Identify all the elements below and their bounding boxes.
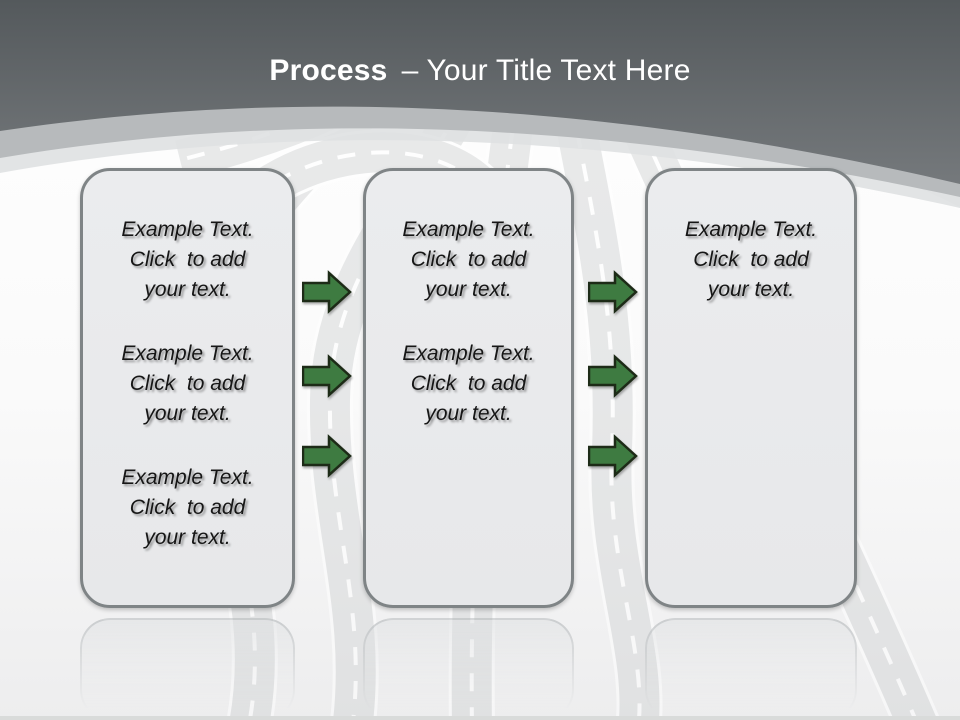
process-box-3[interactable]: Example Text. Click to add your text.: [645, 168, 857, 608]
road: [535, 26, 663, 720]
box-reflection: [80, 618, 295, 720]
process-box-2[interactable]: Example Text. Click to add your text. Ex…: [363, 168, 574, 608]
arrow-right-icon: [588, 434, 638, 478]
placeholder-text[interactable]: Example Text. Click to add your text.: [684, 218, 818, 301]
process-box-1[interactable]: Example Text. Click to add your text. Ex…: [80, 168, 295, 608]
title-emphasis: Process: [269, 54, 388, 87]
arrow-right-icon: [302, 354, 352, 398]
box-reflection: [363, 618, 574, 720]
box-reflection: [645, 618, 857, 720]
slide-title[interactable]: Process – Your Title Text Here: [0, 52, 960, 90]
placeholder-text[interactable]: Example Text. Click to add your text.: [121, 218, 254, 301]
arrow-right-icon: [302, 434, 352, 478]
arrow-group-2: [588, 0, 638, 720]
arrow-right-icon: [588, 354, 638, 398]
title-text: – Your Title Text Here: [401, 54, 691, 87]
placeholder-text[interactable]: Example Text. Click to add your text.: [121, 466, 254, 549]
placeholder-text[interactable]: Example Text. Click to add your text.: [121, 342, 254, 425]
bottom-edge-strip: [0, 716, 960, 720]
placeholder-text[interactable]: Example Text. Click to add your text.: [402, 342, 535, 425]
header-curve: [0, 0, 960, 184]
arrow-group-1: [302, 0, 352, 720]
placeholder-text[interactable]: Example Text. Click to add your text.: [402, 218, 535, 301]
arrow-right-icon: [588, 270, 638, 314]
arrow-right-icon: [302, 270, 352, 314]
